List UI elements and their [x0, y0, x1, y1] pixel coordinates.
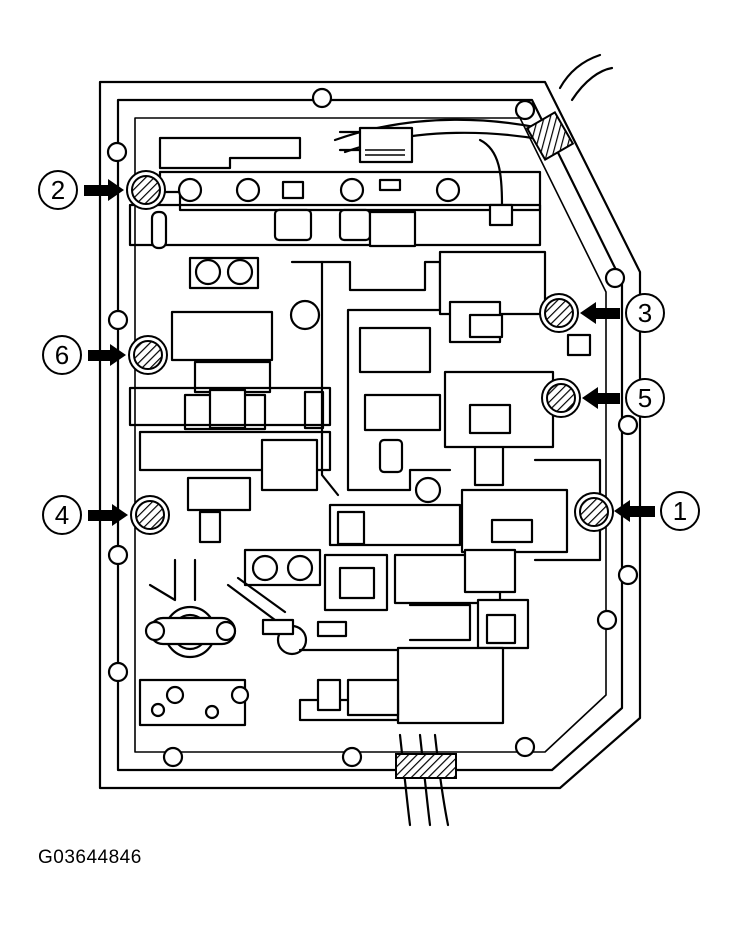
arrow-1: [614, 500, 655, 522]
callout-4-label: 4: [55, 500, 69, 530]
callout-2-label: 2: [51, 175, 65, 205]
arrow-6: [88, 344, 126, 366]
center-passages: [290, 260, 505, 547]
arrow-2: [84, 179, 124, 201]
figure-id: G03644846: [38, 847, 142, 868]
callout-1-label: 1: [673, 496, 687, 526]
callout-2: 2: [38, 170, 124, 210]
manual-valve-lever: [138, 558, 250, 727]
valve-body-outline: [98, 80, 642, 790]
callout-5-label: 5: [638, 383, 652, 413]
perimeter-bolt-holes: [106, 87, 639, 768]
lower-components: [226, 548, 505, 725]
callout-6: 6: [42, 335, 126, 375]
arrow-3: [580, 302, 620, 324]
callout-6-label: 6: [55, 340, 69, 370]
hatched-bolts: [126, 170, 614, 535]
callout-3: 3: [580, 293, 665, 333]
valve-body-inner-outline: [116, 98, 624, 772]
top-solenoid: [158, 126, 414, 170]
callout-5: 5: [582, 378, 665, 418]
arrow-4: [88, 504, 128, 526]
middle-left-components: [128, 256, 332, 544]
right-solenoids: [393, 250, 602, 650]
wire-harness-bottom: [395, 733, 457, 827]
upper-valve-bank: [128, 138, 542, 250]
callout-4: 4: [42, 495, 128, 535]
callout-1: 1: [614, 491, 700, 531]
arrow-5: [582, 387, 620, 409]
callout-3-label: 3: [638, 298, 652, 328]
